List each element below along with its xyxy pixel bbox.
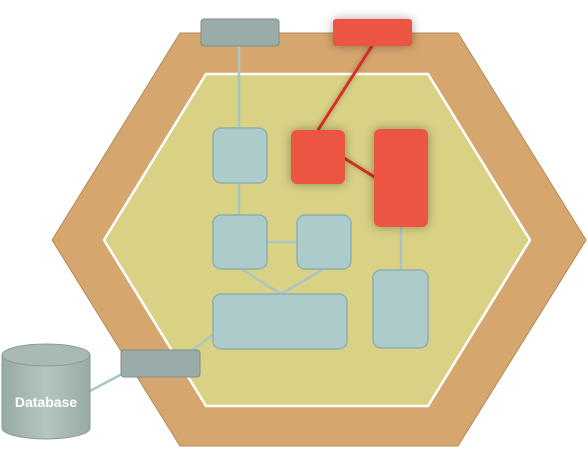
- highlighted-top-port: [333, 19, 412, 46]
- highlighted-component-b: [291, 130, 345, 184]
- highlighted-connectors: [316, 45, 377, 180]
- component-f: [372, 269, 429, 349]
- component-c: [212, 214, 268, 270]
- database-label: Database: [15, 394, 77, 410]
- bottom-port: [120, 349, 201, 378]
- component-e: [212, 293, 348, 350]
- database-cylinder: Database: [1, 343, 91, 440]
- database-body: [1, 354, 91, 440]
- connector-bottom-port-to-database: [87, 372, 123, 394]
- highlight-connector-component-b-to-component-g: [343, 156, 377, 180]
- component-d: [296, 214, 352, 270]
- top-port: [200, 18, 280, 47]
- highlight-connector-top-port-to-component-b: [316, 45, 374, 131]
- highlighted-component-g: [374, 129, 428, 227]
- connector-component-e-to-bottom-port: [189, 333, 215, 353]
- component-a: [212, 127, 268, 184]
- database-top: [1, 343, 91, 367]
